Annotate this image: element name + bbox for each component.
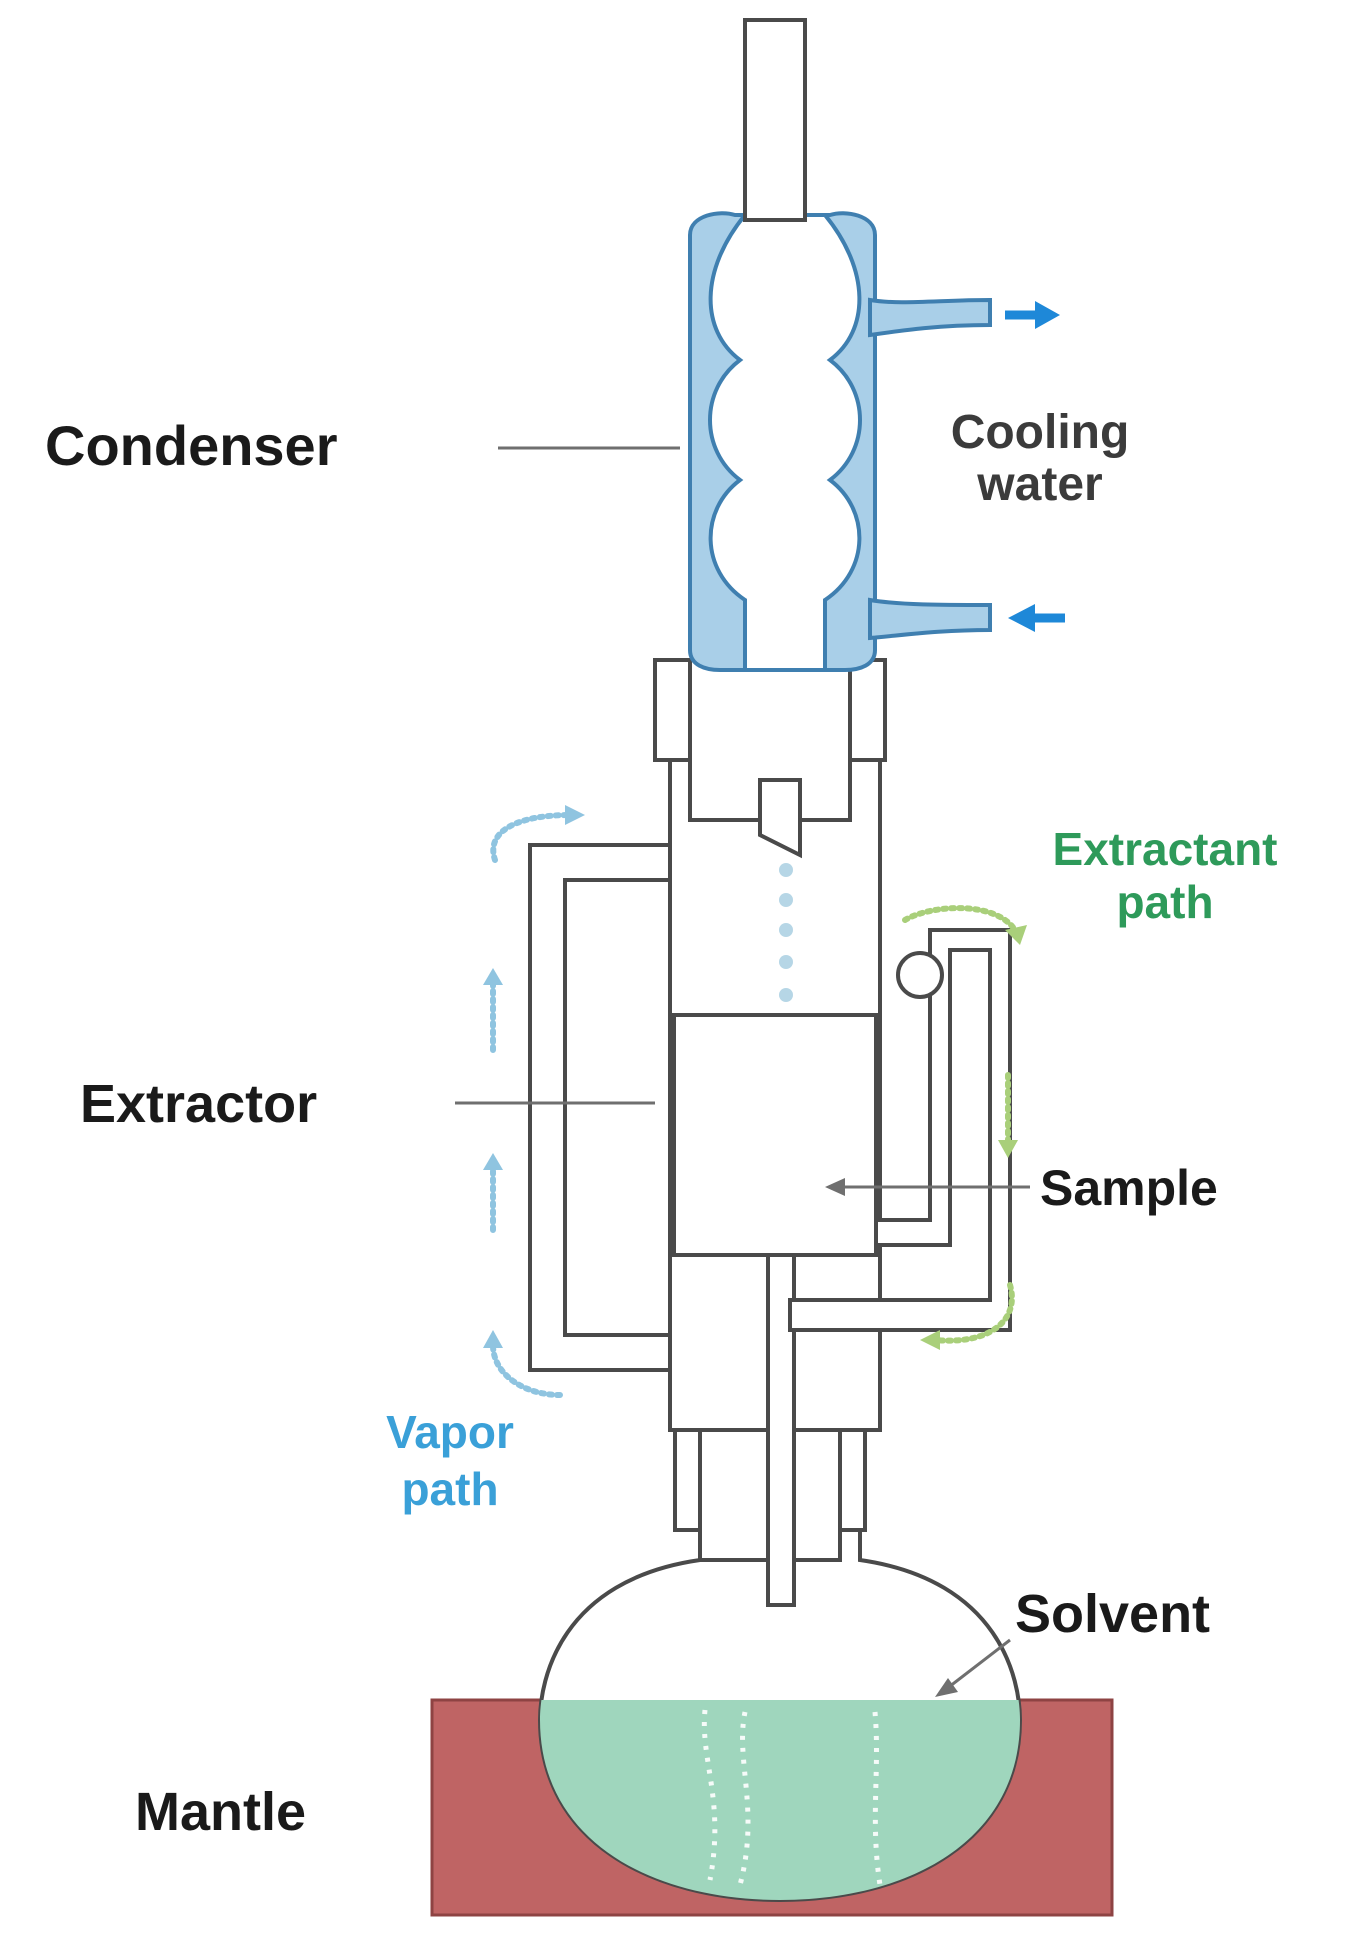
vapor-path-label-line2: path [401,1463,498,1515]
condenser-drip-tip [758,778,802,859]
cooling-water-label-line2: water [976,458,1102,511]
thimble-outline [672,1013,878,1257]
extractor-label: Extractor [80,1074,317,1134]
condenser [688,18,992,672]
condenser-top-tube [743,18,807,222]
condensate-drops [779,863,793,1002]
solvent-label: Solvent [1015,1584,1210,1644]
cooling-inlet-port [868,597,992,641]
extractant-path-label-line1: Extractant [1053,823,1278,875]
sample-leader-arrowhead [825,1178,845,1196]
cooling-water-label-line1: Cooling [951,406,1130,459]
cooling-water-out-arrow [1005,301,1060,329]
cooling-water-in-arrow [1008,604,1065,632]
extractant-path-label-line2: path [1116,876,1213,928]
vapor-side-arm [528,843,672,1372]
solvent-leader-arrowhead [935,1678,958,1697]
siphon-tube [788,928,1012,1332]
cooling-outlet-port [868,297,992,338]
vapor-path-arrows [483,805,585,1398]
solvent-bubbles [701,1709,883,1886]
mantle-label: Mantle [135,1782,306,1842]
solvent-leader [944,1638,1011,1692]
condenser-label: Condenser [45,414,338,477]
vapor-path-label-line1: Vapor [386,1406,514,1458]
extractor-body [668,738,882,1607]
extractant-path-arrows [902,905,1027,1350]
condenser-inner-coil [708,213,862,672]
sample-label: Sample [1040,1160,1218,1216]
